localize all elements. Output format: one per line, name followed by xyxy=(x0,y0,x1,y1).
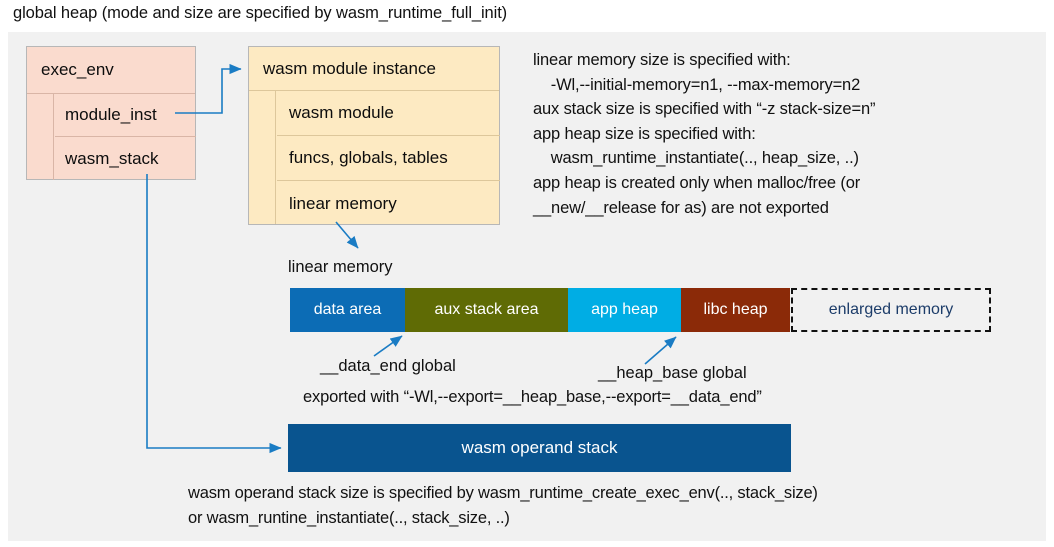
operand-stack-notes: wasm operand stack size is specified by … xyxy=(188,484,818,527)
memory-segment-app-heap: app heap xyxy=(568,288,681,332)
linear-memory-notes: linear memory size is specified with: -W… xyxy=(533,51,876,217)
instance-row-wasm-module: wasm module xyxy=(277,91,500,136)
wasm-module-instance-box: wasm module instance wasm module funcs, … xyxy=(248,46,500,225)
memory-segment-data-area: data area xyxy=(290,288,405,332)
exec-env-row-module-inst: module_inst xyxy=(55,94,196,137)
memory-segment-libc-heap: libc heap xyxy=(681,288,790,332)
annotation-data-end: __data_end global xyxy=(320,357,456,375)
wasm-module-instance-indent-column xyxy=(249,91,276,224)
instance-row-linear-memory: linear memory xyxy=(289,193,397,213)
wasm-module-instance-header-label: wasm module instance xyxy=(249,47,499,91)
annotation-exported-with: exported with “-Wl,--export=__heap_base,… xyxy=(303,388,762,406)
page-title: global heap (mode and size are specified… xyxy=(13,4,508,22)
exec-env-row-wasm-stack: wasm_stack xyxy=(65,148,159,168)
exec-env-indent-column xyxy=(27,94,54,180)
exec-env-header-label: exec_env xyxy=(27,47,195,94)
instance-row-funcs-globals-tables: funcs, globals, tables xyxy=(277,136,500,181)
memory-segment-enlarged-memory: enlarged memory xyxy=(791,288,991,332)
memory-segment-aux-stack-area: aux stack area xyxy=(405,288,568,332)
exec-env-box: exec_env module_inst wasm_stack xyxy=(26,46,196,180)
linear-memory-caption: linear memory xyxy=(288,258,393,276)
wasm-operand-stack-bar: wasm operand stack xyxy=(288,424,791,472)
annotation-heap-base: __heap_base global xyxy=(598,364,747,382)
